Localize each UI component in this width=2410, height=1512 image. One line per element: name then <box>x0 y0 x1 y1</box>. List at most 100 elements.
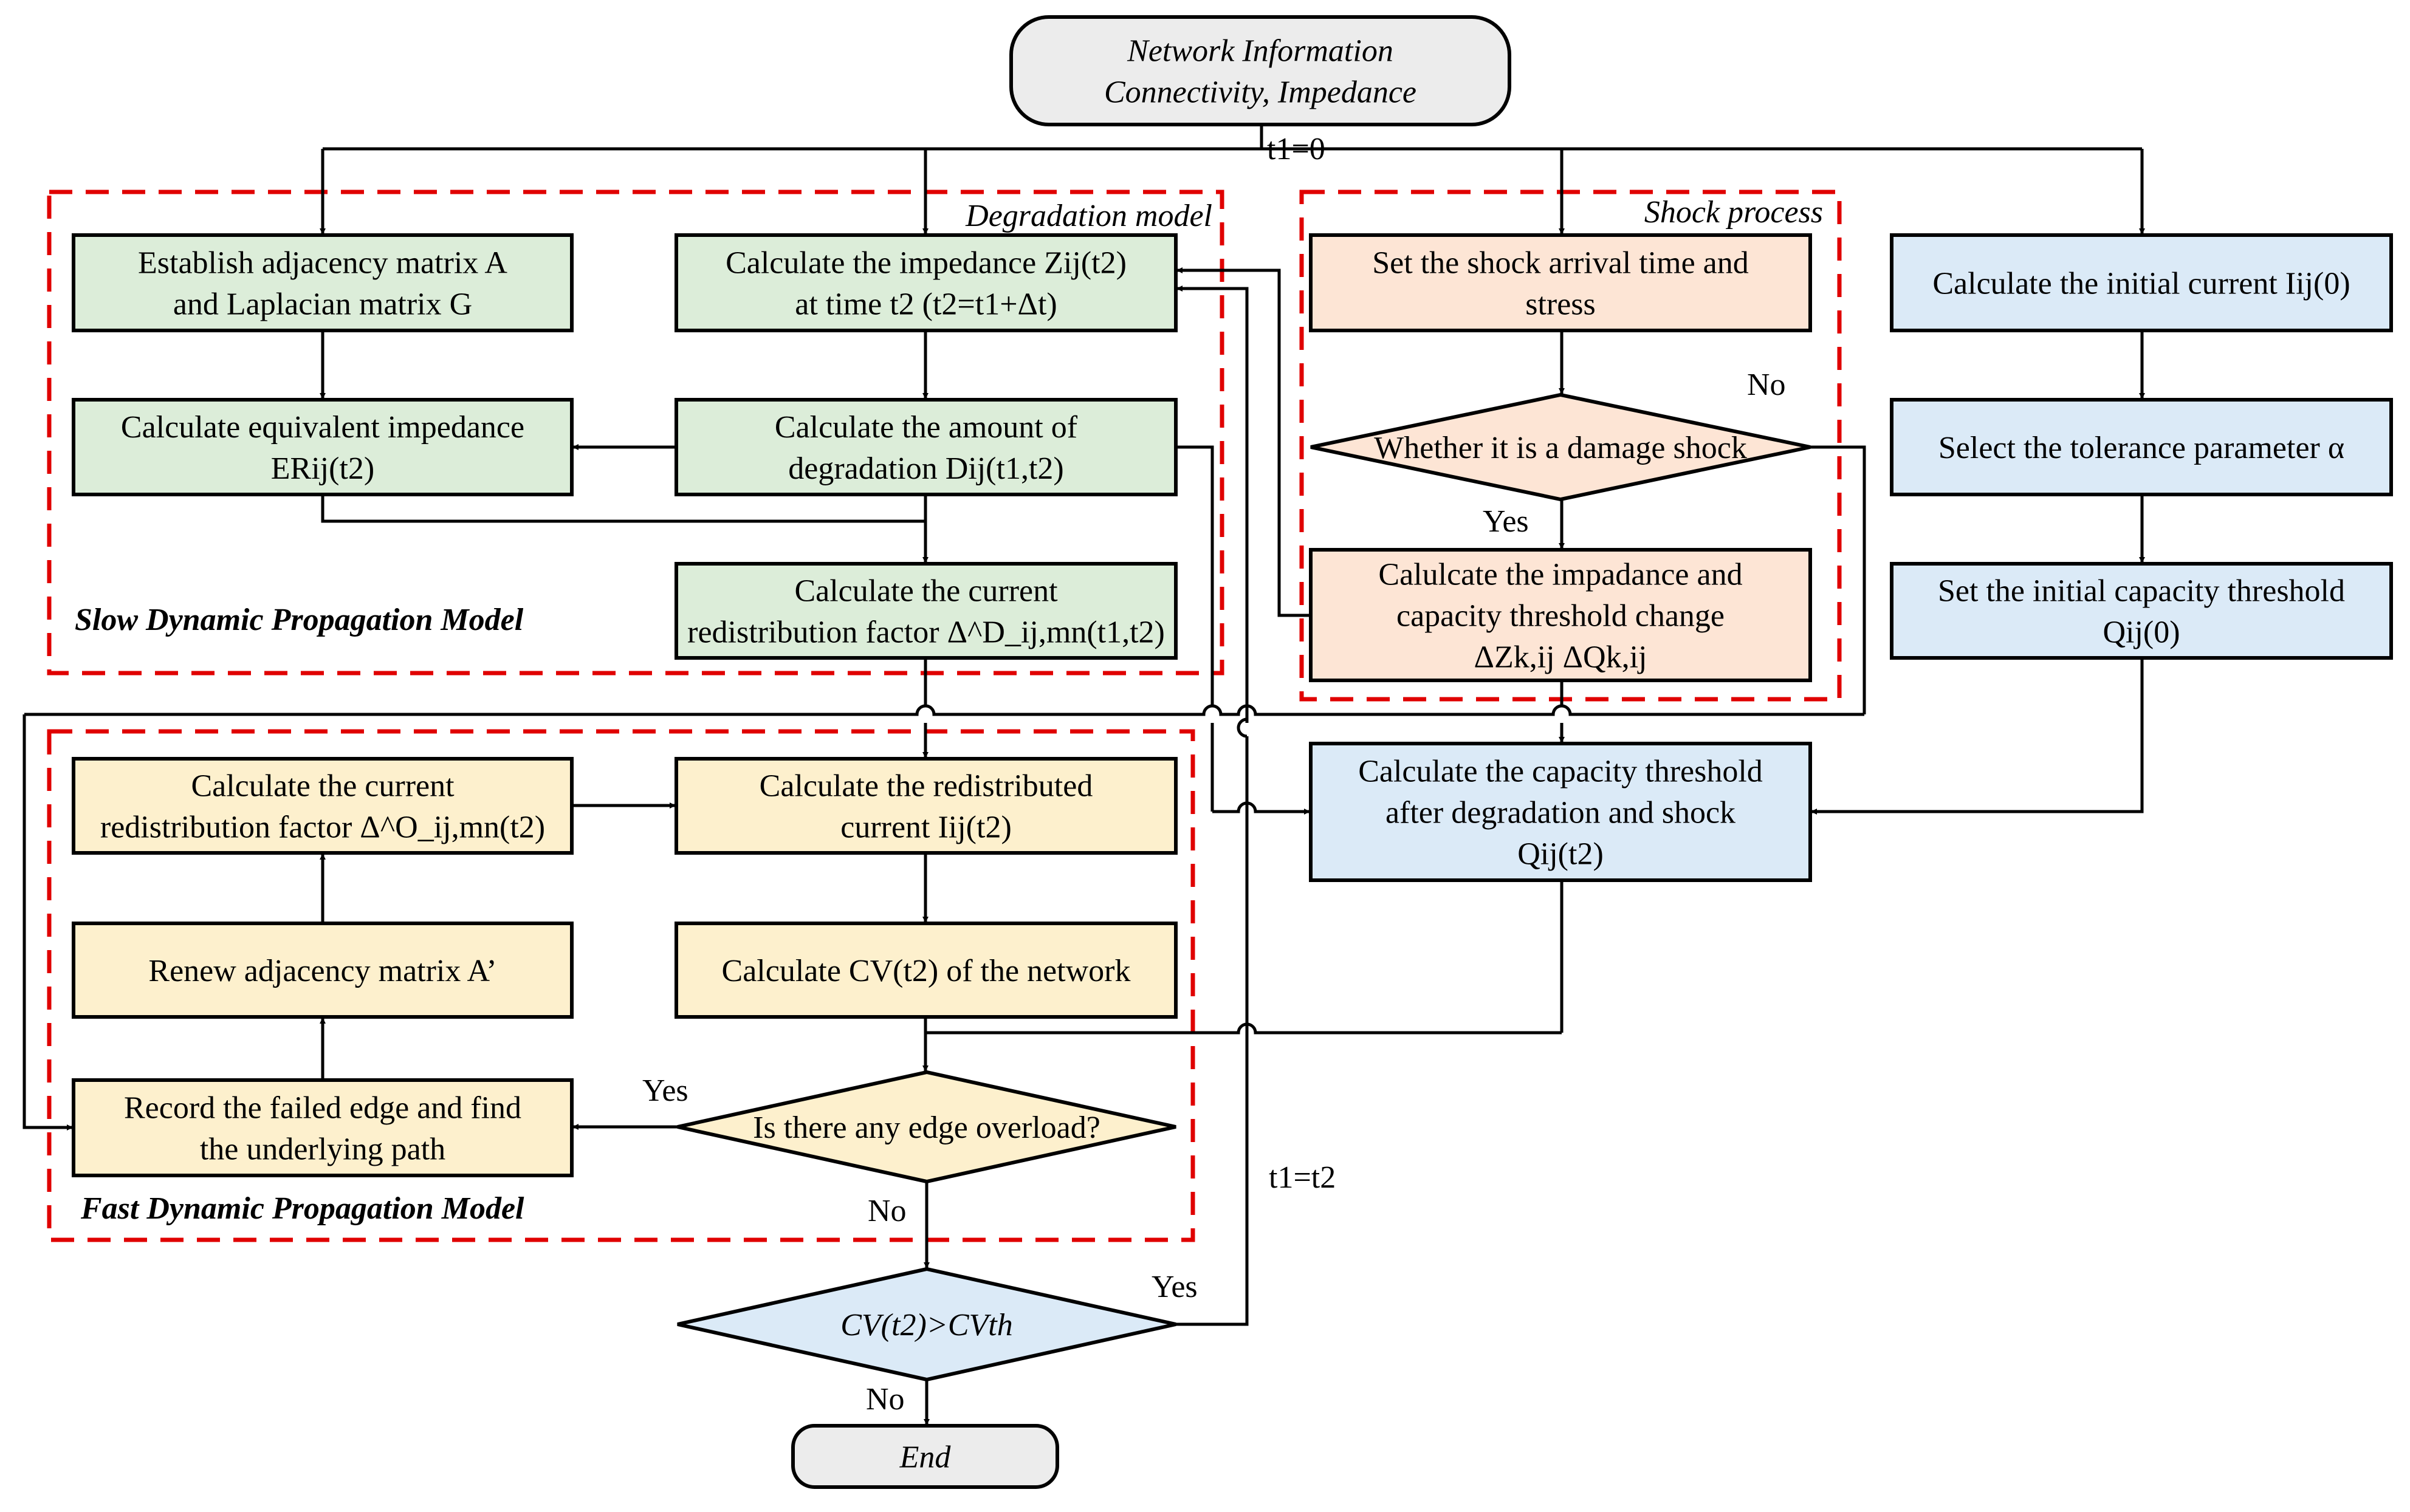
edge-label-cv-yes: Yes <box>1152 1270 1198 1304</box>
node-cv-calc: Calculate CV(t2) of the network <box>675 922 1178 1019</box>
start-text-line: Connectivity, Impedance <box>1104 75 1416 110</box>
record-box <box>72 1078 574 1177</box>
node-redist-fast: Calculate the current redistribution fact… <box>72 757 574 855</box>
equivalent-text-line: ERij(t2) <box>271 451 374 486</box>
shock-set-box <box>1309 233 1812 332</box>
cv-calc-text-line: Calculate CV(t2) of the network <box>722 954 1131 988</box>
redist-current-text-line: current Iij(t2) <box>840 810 1012 845</box>
cv-calc-box <box>675 922 1178 1019</box>
node-cv-decision: CV(t2)>CVth <box>677 1267 1176 1382</box>
degradation-text-line: Calculate the amount of <box>775 410 1078 445</box>
impedance-text-line: Calculate the impedance Zij(t2) <box>726 246 1127 281</box>
feedback-bus <box>24 704 1864 716</box>
record-text-line: Record the failed edge and find <box>124 1091 521 1126</box>
node-shock-set: Set the shock arrival time and stress <box>1309 233 1812 332</box>
shock-set-text-line: Set the shock arrival time and <box>1372 246 1748 281</box>
renew-box <box>72 922 574 1019</box>
node-redist-current: Calculate the redistributed current Iij(t… <box>675 757 1178 855</box>
shock-process-region <box>1299 190 1842 702</box>
node-end: End <box>791 1424 1059 1489</box>
node-redist-slow: Calculate the current redistribution fact… <box>675 562 1178 660</box>
degradation-model-label: Degradation model <box>965 199 1212 233</box>
shock-calc-box <box>1309 548 1812 682</box>
init-capacity-box <box>1890 562 2393 660</box>
end-text-line: End <box>899 1440 952 1475</box>
init-capacity-text-line: Set the initial capacity threshold <box>1938 574 2345 609</box>
tolerance-text-line: Select the tolerance parameter α <box>1938 431 2344 465</box>
redist-fast-box <box>72 757 574 855</box>
node-shock-decision: Whether it is a damage shock <box>1310 392 1811 502</box>
degradation-right-down <box>1176 445 1214 706</box>
impedance-text-line: at time t2 (t2=t1+Δt) <box>795 287 1057 322</box>
cv-yes-loop-upper <box>1176 286 1249 723</box>
connectors <box>22 125 2145 1425</box>
impedance-box <box>675 233 1178 332</box>
cv-yes-loop-lower <box>1176 736 1249 1326</box>
bus-to-record <box>22 714 73 1131</box>
init-capacity-text-line: Qij(0) <box>2103 615 2180 650</box>
shock-process-label: Shock process <box>1644 195 1823 230</box>
node-overload-decision: Is there any edge overload? <box>677 1070 1176 1184</box>
degradation-box <box>675 398 1178 496</box>
shock-calc-text-line: capacity threshold change <box>1396 599 1725 634</box>
node-tolerance: Select the tolerance parameter α <box>1890 398 2393 496</box>
adjacency-text-line: and Laplacian matrix G <box>173 287 472 322</box>
redist-current-text-line: Calculate the redistributed <box>760 769 1093 804</box>
init-capacity-to-capacity <box>1811 658 2144 815</box>
node-capacity: Calculate the capacity threshold after de… <box>1309 742 1812 882</box>
degradation-text-line: degradation Dij(t1,t2) <box>788 451 1063 486</box>
edge-label-shock-no: No <box>1747 368 1786 402</box>
shock-calc-text-line: ΔZk,ij ΔQk,ij <box>1474 640 1647 675</box>
adjacency-box <box>72 233 574 332</box>
redist-current-box <box>675 757 1178 855</box>
redist-slow-text-line: Calculate the current <box>794 574 1058 609</box>
edge-label-overload-no: No <box>868 1194 907 1228</box>
slow-model-region <box>47 190 1224 676</box>
end-terminal <box>791 1424 1059 1489</box>
node-init-current: Calculate the initial current Iij(0) <box>1890 233 2393 332</box>
shock-set-text-line: stress <box>1525 287 1596 322</box>
node-adjacency: Establish adjacency matrix A and Laplacia… <box>72 233 574 332</box>
shock-calc-to-impedance <box>1176 267 1311 617</box>
cv-decision-text-line: CV(t2)>CVth <box>840 1308 1013 1343</box>
capacity-text-line: Qij(t2) <box>1517 837 1604 872</box>
redist-fast-text-line: Calculate the current <box>191 769 455 804</box>
redist-slow-text-line: redistribution factor Δ^D_ij,mn(t1,t2) <box>687 615 1165 650</box>
start-terminal <box>1009 15 1511 126</box>
shock-decision-text-line: Whether it is a damage shock <box>1374 431 1747 465</box>
overload-decision-diamond <box>677 1070 1176 1184</box>
adjacency-text-line: Establish adjacency matrix A <box>138 246 507 281</box>
node-renew: Renew adjacency matrix A’ <box>72 922 574 1019</box>
tolerance-box <box>1890 398 2393 496</box>
init-current-text-line: Calculate the initial current Iij(0) <box>1932 267 2350 301</box>
capacity-text-line: after degradation and shock <box>1385 796 1735 830</box>
fast-model-region <box>47 729 1195 1242</box>
edge-label-overload-yes: Yes <box>642 1073 688 1108</box>
redist-slow-box <box>675 562 1178 660</box>
slow-model-label: Slow Dynamic Propagation Model <box>75 603 524 637</box>
capacity-text-line: Calculate the capacity threshold <box>1358 754 1763 789</box>
shock-decision-diamond <box>1310 392 1811 502</box>
overload-decision-text-line: Is there any edge overload? <box>753 1110 1100 1145</box>
edge-label-cv-no: No <box>866 1382 905 1417</box>
cv-decision-diamond <box>677 1267 1176 1382</box>
equivalent-text-line: Calculate equivalent impedance <box>121 410 524 445</box>
equivalent-box <box>72 398 574 496</box>
fast-model-label: Fast Dynamic Propagation Model <box>80 1191 524 1226</box>
start-text-line: Network Information <box>1127 34 1393 69</box>
init-current-box <box>1890 233 2393 332</box>
edge-label-shock-yes: Yes <box>1483 504 1529 539</box>
node-impedance: Calculate the impedance Zij(t2) at time t… <box>675 233 1178 332</box>
redist-fast-text-line: redistribution factor Δ^O_ij,mn(t2) <box>100 810 545 845</box>
edge-label-t1-zero: t1=0 <box>1267 132 1325 166</box>
edge-label-t1-t2: t1=t2 <box>1269 1160 1336 1195</box>
capacity-box <box>1309 742 1812 882</box>
loop-hop <box>1237 717 1248 738</box>
